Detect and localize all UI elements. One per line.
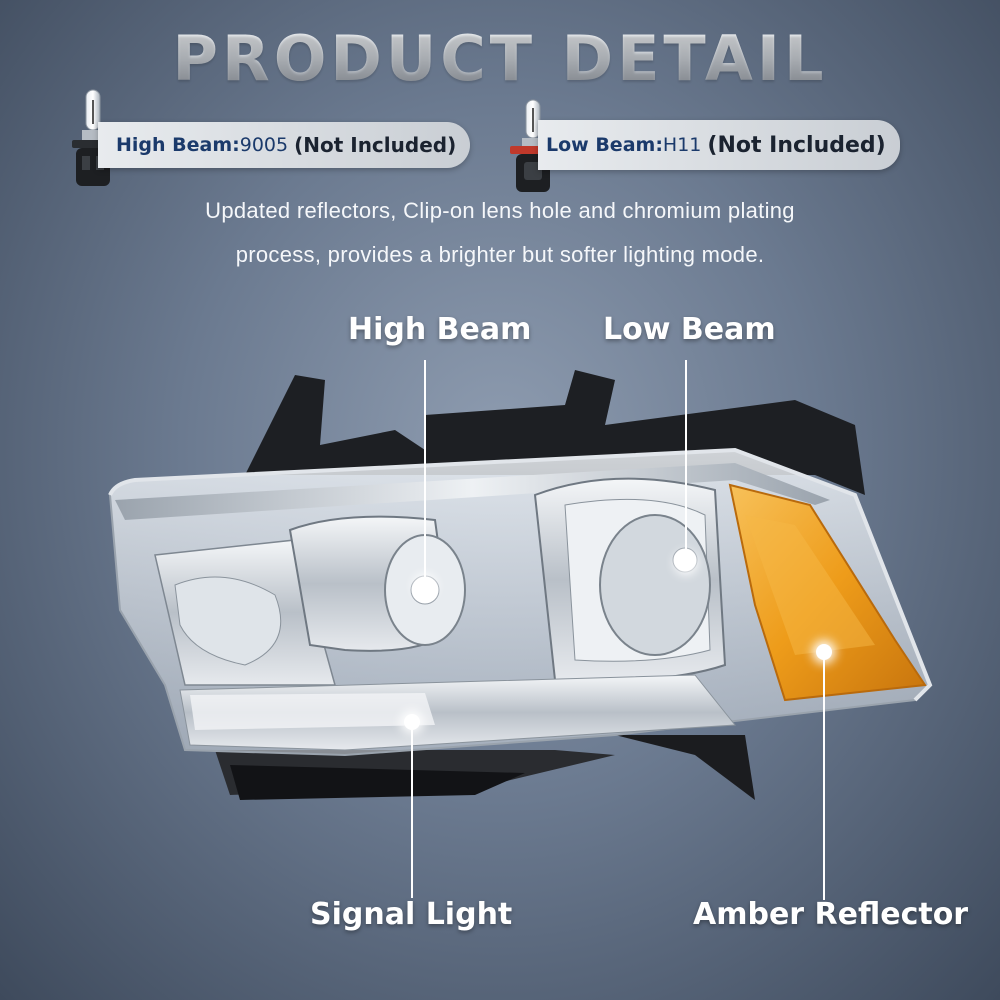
low-beam-pointer-dot — [678, 555, 694, 571]
low-beam-not-included: (Not Included) — [707, 132, 886, 158]
high-beam-not-included: (Not Included) — [294, 133, 457, 157]
signal-light-pointer-dot — [404, 714, 420, 730]
low-beam-bulb-pill: Low Beam: H11 (Not Included) — [538, 120, 900, 170]
amber-reflector-pointer-line — [823, 650, 825, 900]
low-beam-bulb-name: Low Beam: — [546, 134, 663, 156]
signal-light-pointer-line — [411, 720, 413, 898]
callout-signal-light: Signal Light — [310, 897, 513, 932]
high-beam-pointer-dot — [417, 578, 433, 594]
amber-reflector-pointer-dot — [816, 644, 832, 660]
high-beam-bulb-name: High Beam: — [116, 134, 240, 156]
callout-amber-reflector: Amber Reflector — [693, 897, 969, 932]
callout-low-beam: Low Beam — [603, 312, 776, 347]
description-line-2: process, provides a brighter but softer … — [235, 242, 765, 267]
page-title: PRODUCT DETAIL — [0, 22, 1000, 95]
high-beam-bulb-pill: High Beam: 9005 (Not Included) — [98, 122, 470, 168]
high-beam-bulb-code: 9005 — [239, 134, 289, 156]
high-beam-pointer-line — [424, 360, 426, 588]
description-line-1: Updated reflectors, Clip-on lens hole an… — [205, 198, 795, 223]
low-beam-bulb-code: H11 — [662, 134, 702, 156]
low-beam-pointer-line — [685, 360, 687, 560]
headlight-illustration — [108, 370, 933, 800]
callout-high-beam: High Beam — [348, 312, 532, 347]
